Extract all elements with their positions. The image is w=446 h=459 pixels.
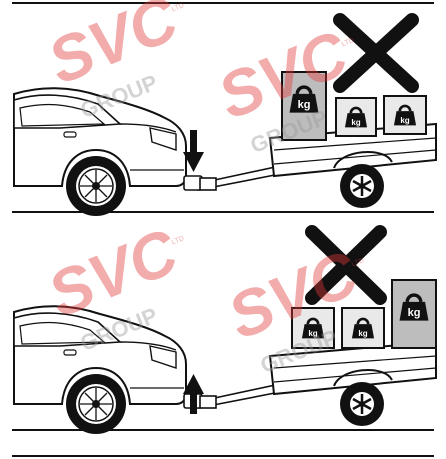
light-load: kg: [335, 97, 377, 137]
light-load: kg: [383, 95, 427, 135]
weight-label: kg: [298, 99, 311, 111]
weight-label: kg: [400, 116, 409, 125]
light-load: kg: [341, 307, 385, 349]
watermark-mark: LTD: [351, 257, 365, 268]
watermark-brand: SVC: [38, 0, 188, 98]
arrow-down-icon: [183, 130, 204, 172]
weight-label: kg: [308, 329, 317, 338]
watermark-mark: LTD: [341, 37, 355, 48]
heavy-load-front: kg: [281, 71, 327, 141]
panel-bottom: kg kg kg: [12, 225, 438, 435]
hitch: [183, 175, 217, 191]
watermark-mark: LTD: [171, 235, 185, 246]
weight-label: kg: [351, 118, 360, 127]
hitch: [183, 393, 217, 409]
watermark-mark: LTD: [171, 2, 185, 13]
weight-label: kg: [358, 329, 367, 338]
cross-icon: [333, 13, 419, 93]
watermark-brand: SVC: [38, 215, 188, 331]
light-load: kg: [291, 307, 335, 349]
arrow-up-icon: [183, 374, 204, 414]
heavy-load-rear: kg: [391, 279, 437, 349]
panel-top: kg kg kg: [12, 2, 438, 217]
cross-icon: [305, 225, 387, 305]
weight-label: kg: [408, 307, 421, 319]
